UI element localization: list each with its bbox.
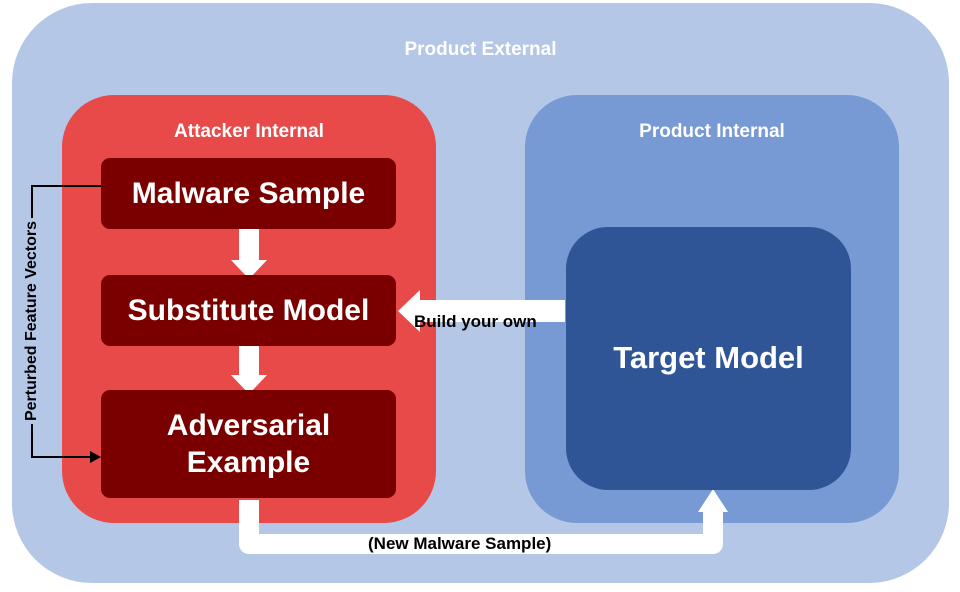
target-model-label: Target Model	[613, 340, 804, 376]
adversarial-example-node: Adversarial Example	[101, 390, 396, 498]
arrow-new-malware-sample	[239, 500, 723, 554]
build-your-own-label: Build your own	[414, 312, 537, 331]
arrow-new-malware-sample-head	[698, 489, 728, 512]
product-internal-label: Product Internal	[639, 121, 785, 142]
arrow-malware-to-substitute	[231, 229, 267, 279]
substitute-model-label: Substitute Model	[127, 293, 370, 327]
perturbed-feature-vectors-label: Perturbed Feature Vectors	[23, 217, 41, 425]
attacker-internal-label: Attacker Internal	[174, 121, 324, 142]
adversarial-example-label: Adversarial Example	[166, 408, 331, 480]
feedback-line	[31, 185, 102, 458]
feedback-arrowhead	[90, 451, 101, 463]
product-external-label: Product External	[404, 39, 557, 60]
substitute-model-node: Substitute Model	[101, 275, 396, 346]
arrow-build-your-own	[398, 290, 565, 332]
target-model-node: Target Model	[566, 227, 851, 490]
arrow-substitute-to-adversarial	[231, 346, 267, 394]
malware-sample-label: Malware Sample	[131, 176, 366, 210]
new-malware-sample-label: (New Malware Sample)	[368, 534, 552, 553]
malware-sample-node: Malware Sample	[101, 158, 396, 229]
